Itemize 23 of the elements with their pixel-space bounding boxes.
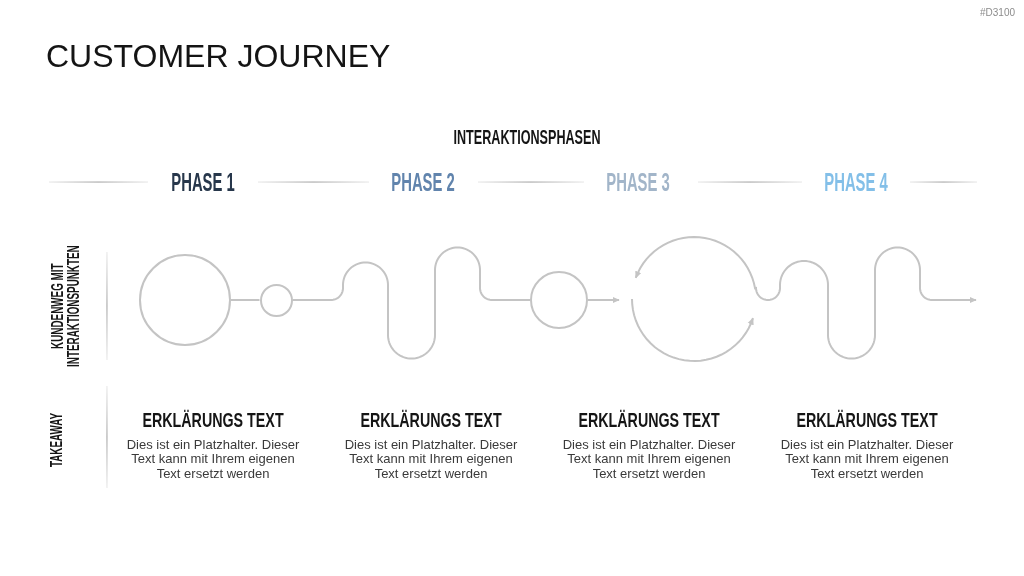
takeaway-heading: ERKLÄRUNGS TEXT: [796, 408, 938, 430]
arrow: [587, 296, 620, 304]
phase-heading: PHASE 4: [824, 169, 888, 195]
takeaway-heading: ERKLÄRUNGS TEXT: [142, 408, 284, 430]
page-title: CUSTOMER JOURNEY: [46, 37, 391, 76]
takeaway-text: Dies ist ein Platzhalter. Dieser Text kann mit Ihrem eigenen Text ersetzt werden: [125, 437, 301, 481]
row-label: KUNDENWEG MIT INTERAKTIONSPUNKTEN: [49, 244, 82, 368]
section-heading: INTERAKTIONSPHASEN: [453, 125, 601, 147]
row-label: TAKEAWAY: [49, 412, 65, 468]
takeaway-heading: ERKLÄRUNGS TEXT: [578, 408, 720, 430]
journey-circle: [139, 254, 231, 346]
takeaway-text: Dies ist ein Platzhalter. Dieser Text kann mit Ihrem eigenen Text ersetzt werden: [561, 437, 737, 481]
journey-circle: [259, 283, 293, 317]
takeaway-heading: ERKLÄRUNGS TEXT: [360, 408, 502, 430]
takeaway-text: Dies ist ein Platzhalter. Dieser Text kann mit Ihrem eigenen Text ersetzt werden: [779, 437, 955, 481]
phase-heading: PHASE 3: [606, 169, 670, 195]
journey-circle: [530, 271, 588, 329]
reference-code: #D3100: [979, 8, 1015, 18]
connector-line: [291, 246, 531, 360]
phase-heading: PHASE 2: [391, 169, 455, 195]
phase-heading: PHASE 1: [171, 169, 235, 195]
connector-line: [230, 299, 261, 301]
takeaway-text: Dies ist ein Platzhalter. Dieser Text kann mit Ihrem eigenen Text ersetzt werden: [343, 437, 519, 481]
